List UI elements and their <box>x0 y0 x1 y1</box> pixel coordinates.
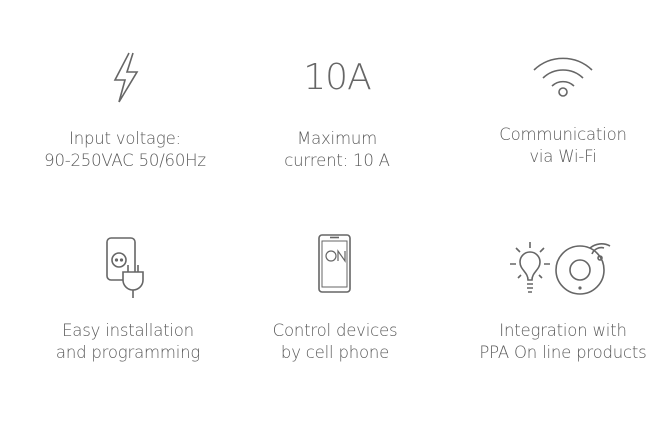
socket-plug-icon <box>106 237 144 298</box>
feature-line: 90-250VAC 50/60Hz <box>44 151 206 170</box>
feature-line: PPA On line products <box>479 343 647 362</box>
feature-line: Communication <box>499 125 627 144</box>
feature-max-current: 10A Maximum current: 10 A <box>227 50 447 172</box>
feature-line: current: 10 A <box>284 151 390 170</box>
feature-line: and programming <box>55 343 201 362</box>
feature-line: Integration with <box>499 321 627 340</box>
current-label: 10A <box>303 57 371 98</box>
bulb-device-icon <box>510 242 611 295</box>
feature-wifi: Communication via Wi-Fi <box>453 48 663 168</box>
feature-line: Maximum <box>297 129 377 148</box>
wifi-icon <box>533 57 593 97</box>
feature-cell-phone: Control devices by cell phone <box>225 233 445 364</box>
feature-line: Easy installation <box>62 321 194 340</box>
feature-line: Control devices <box>272 321 398 340</box>
feature-line: via Wi-Fi <box>529 147 597 166</box>
feature-line: Input voltage: <box>69 129 181 148</box>
feature-installation: Easy installation and programming <box>18 236 238 364</box>
phone-icon <box>318 234 351 293</box>
feature-line: by cell phone <box>280 343 390 362</box>
lightning-icon <box>113 52 139 103</box>
feature-input-voltage: Input voltage: 90-250VAC 50/60Hz <box>15 50 235 172</box>
